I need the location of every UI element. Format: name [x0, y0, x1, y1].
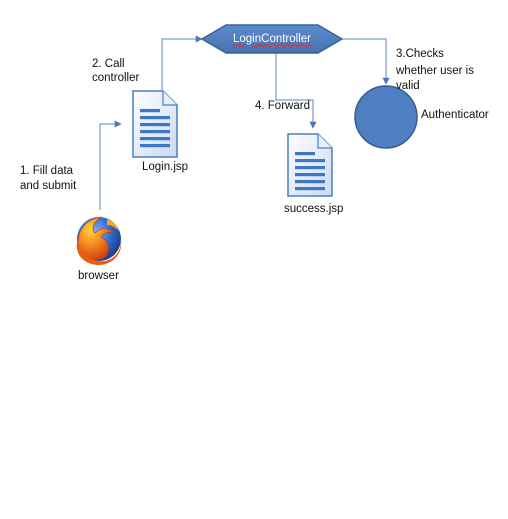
login-controller-label: LoginController: [233, 33, 311, 45]
connector-browser-to-login: [99, 120, 122, 210]
firefox-icon: [76, 216, 122, 265]
step3-label-line2: whether user is: [396, 65, 474, 77]
step1-label-line2: and submit: [20, 180, 77, 192]
connector-controller-to-authenticator: [340, 38, 390, 85]
connector-controller-to-success: [275, 53, 317, 129]
step3-label-line1: 3.Checks: [396, 48, 444, 60]
connector-login-to-controller: [161, 35, 203, 90]
step1-label-line1: 1. Fill data: [20, 165, 74, 177]
connectors: [99, 35, 390, 210]
browser-label: browser: [78, 270, 119, 282]
step2-label-line1: 2. Call: [92, 58, 125, 70]
success-document-icon: [287, 133, 333, 197]
step2-label-line2: controller: [92, 72, 140, 84]
login-document-icon: [132, 90, 178, 158]
step3-label-line3: valid: [396, 80, 420, 92]
login-controller-node: [200, 24, 344, 54]
login-page-label: Login.jsp: [142, 161, 189, 173]
success-page-label: success.jsp: [284, 203, 344, 215]
step4-label: 4. Forward: [255, 100, 310, 112]
authenticator-label: Authenticator: [421, 109, 489, 121]
authenticator-node: [354, 85, 418, 149]
